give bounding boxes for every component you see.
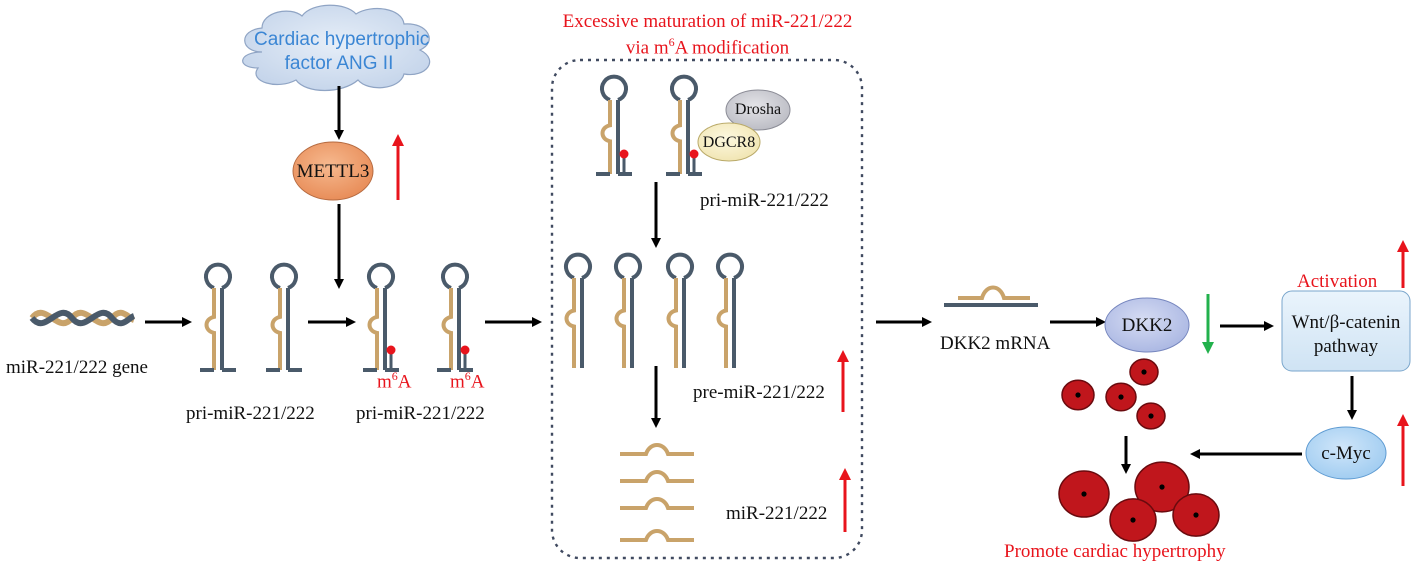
hairpin-icon: [716, 252, 744, 368]
mature-strand-icon: [620, 497, 694, 510]
pri-label-3: pri-miR-221/222: [700, 190, 829, 211]
hairpin-icon: [666, 74, 702, 176]
dkk2-mrna-label: DKK2 mRNA: [940, 333, 1051, 354]
cloud-shape: [242, 4, 431, 91]
cmyc-label: c-Myc: [1321, 443, 1371, 464]
pri-mirna-m6a-hairpins: [363, 262, 473, 372]
dkk2-node: [1104, 297, 1190, 353]
mettl3-node: [292, 141, 374, 201]
wnt-pathway-box: [1281, 290, 1411, 372]
drosha-label: Drosha: [734, 101, 782, 118]
cell-icon: [1129, 358, 1159, 386]
pri-mirna-processing: [596, 74, 702, 176]
hairpin-icon: [614, 252, 642, 368]
m6a-label-1: m6A: [377, 369, 412, 393]
cloud-label-line2: factor ANG II: [284, 53, 394, 74]
cell-icon: [1134, 461, 1190, 513]
hairpin-icon: [363, 262, 399, 372]
box-title-line1: Excessive maturation of miR-221/222: [562, 11, 853, 32]
hairpin-icon: [564, 252, 592, 368]
mature-strand-icon: [620, 529, 694, 542]
cell-icon: [1058, 470, 1110, 518]
dkk2-label: DKK2: [1121, 315, 1173, 336]
hairpin-icon: [666, 252, 694, 368]
hairpin-icon: [200, 262, 236, 372]
mature-strand-icon: [620, 470, 694, 483]
pri-mirna-hairpins: [200, 262, 302, 372]
dgcr8-label: DGCR8: [702, 134, 756, 151]
dgcr8-node: [697, 122, 761, 162]
m6a-label-2: m6A: [450, 369, 485, 393]
activation-label: Activation: [1297, 271, 1378, 292]
hairpin-icon: [437, 262, 473, 372]
promote-label: Promote cardiac hypertrophy: [1004, 541, 1226, 562]
cmyc-node: [1305, 426, 1387, 480]
gene-label: miR-221/222 gene: [6, 357, 148, 378]
pri-label-1: pri-miR-221/222: [186, 403, 315, 424]
dkk2-mrna-strand: [944, 285, 1038, 307]
mature-label: miR-221/222: [726, 503, 828, 524]
mettl3-label: METTL3: [296, 161, 370, 182]
hairpin-icon: [596, 74, 632, 176]
wnt-label-line2: pathway: [1313, 336, 1379, 357]
cell-icon: [1109, 498, 1157, 542]
pre-label: pre-miR-221/222: [693, 382, 825, 403]
wnt-label-line1: Wnt/β-catenin: [1291, 312, 1401, 333]
cell-icon: [1172, 493, 1220, 537]
pri-label-2: pri-miR-221/222: [356, 403, 485, 424]
cloud-label-line1: Cardiac hypertrophic: [254, 29, 430, 50]
box-title-line2: via m6A modification: [625, 35, 790, 59]
cardiomyocyte-cells: [1058, 358, 1220, 542]
cell-icon: [1061, 379, 1095, 411]
mature-strand-icon: [620, 443, 694, 456]
cell-icon: [1105, 382, 1137, 412]
pre-mirna-hairpins: [564, 252, 744, 368]
hairpin-icon: [266, 262, 302, 372]
mature-mirna-strands: [620, 443, 694, 542]
cell-icon: [1136, 402, 1166, 430]
dna-helix-icon: [29, 309, 136, 327]
drosha-node: [725, 89, 791, 131]
